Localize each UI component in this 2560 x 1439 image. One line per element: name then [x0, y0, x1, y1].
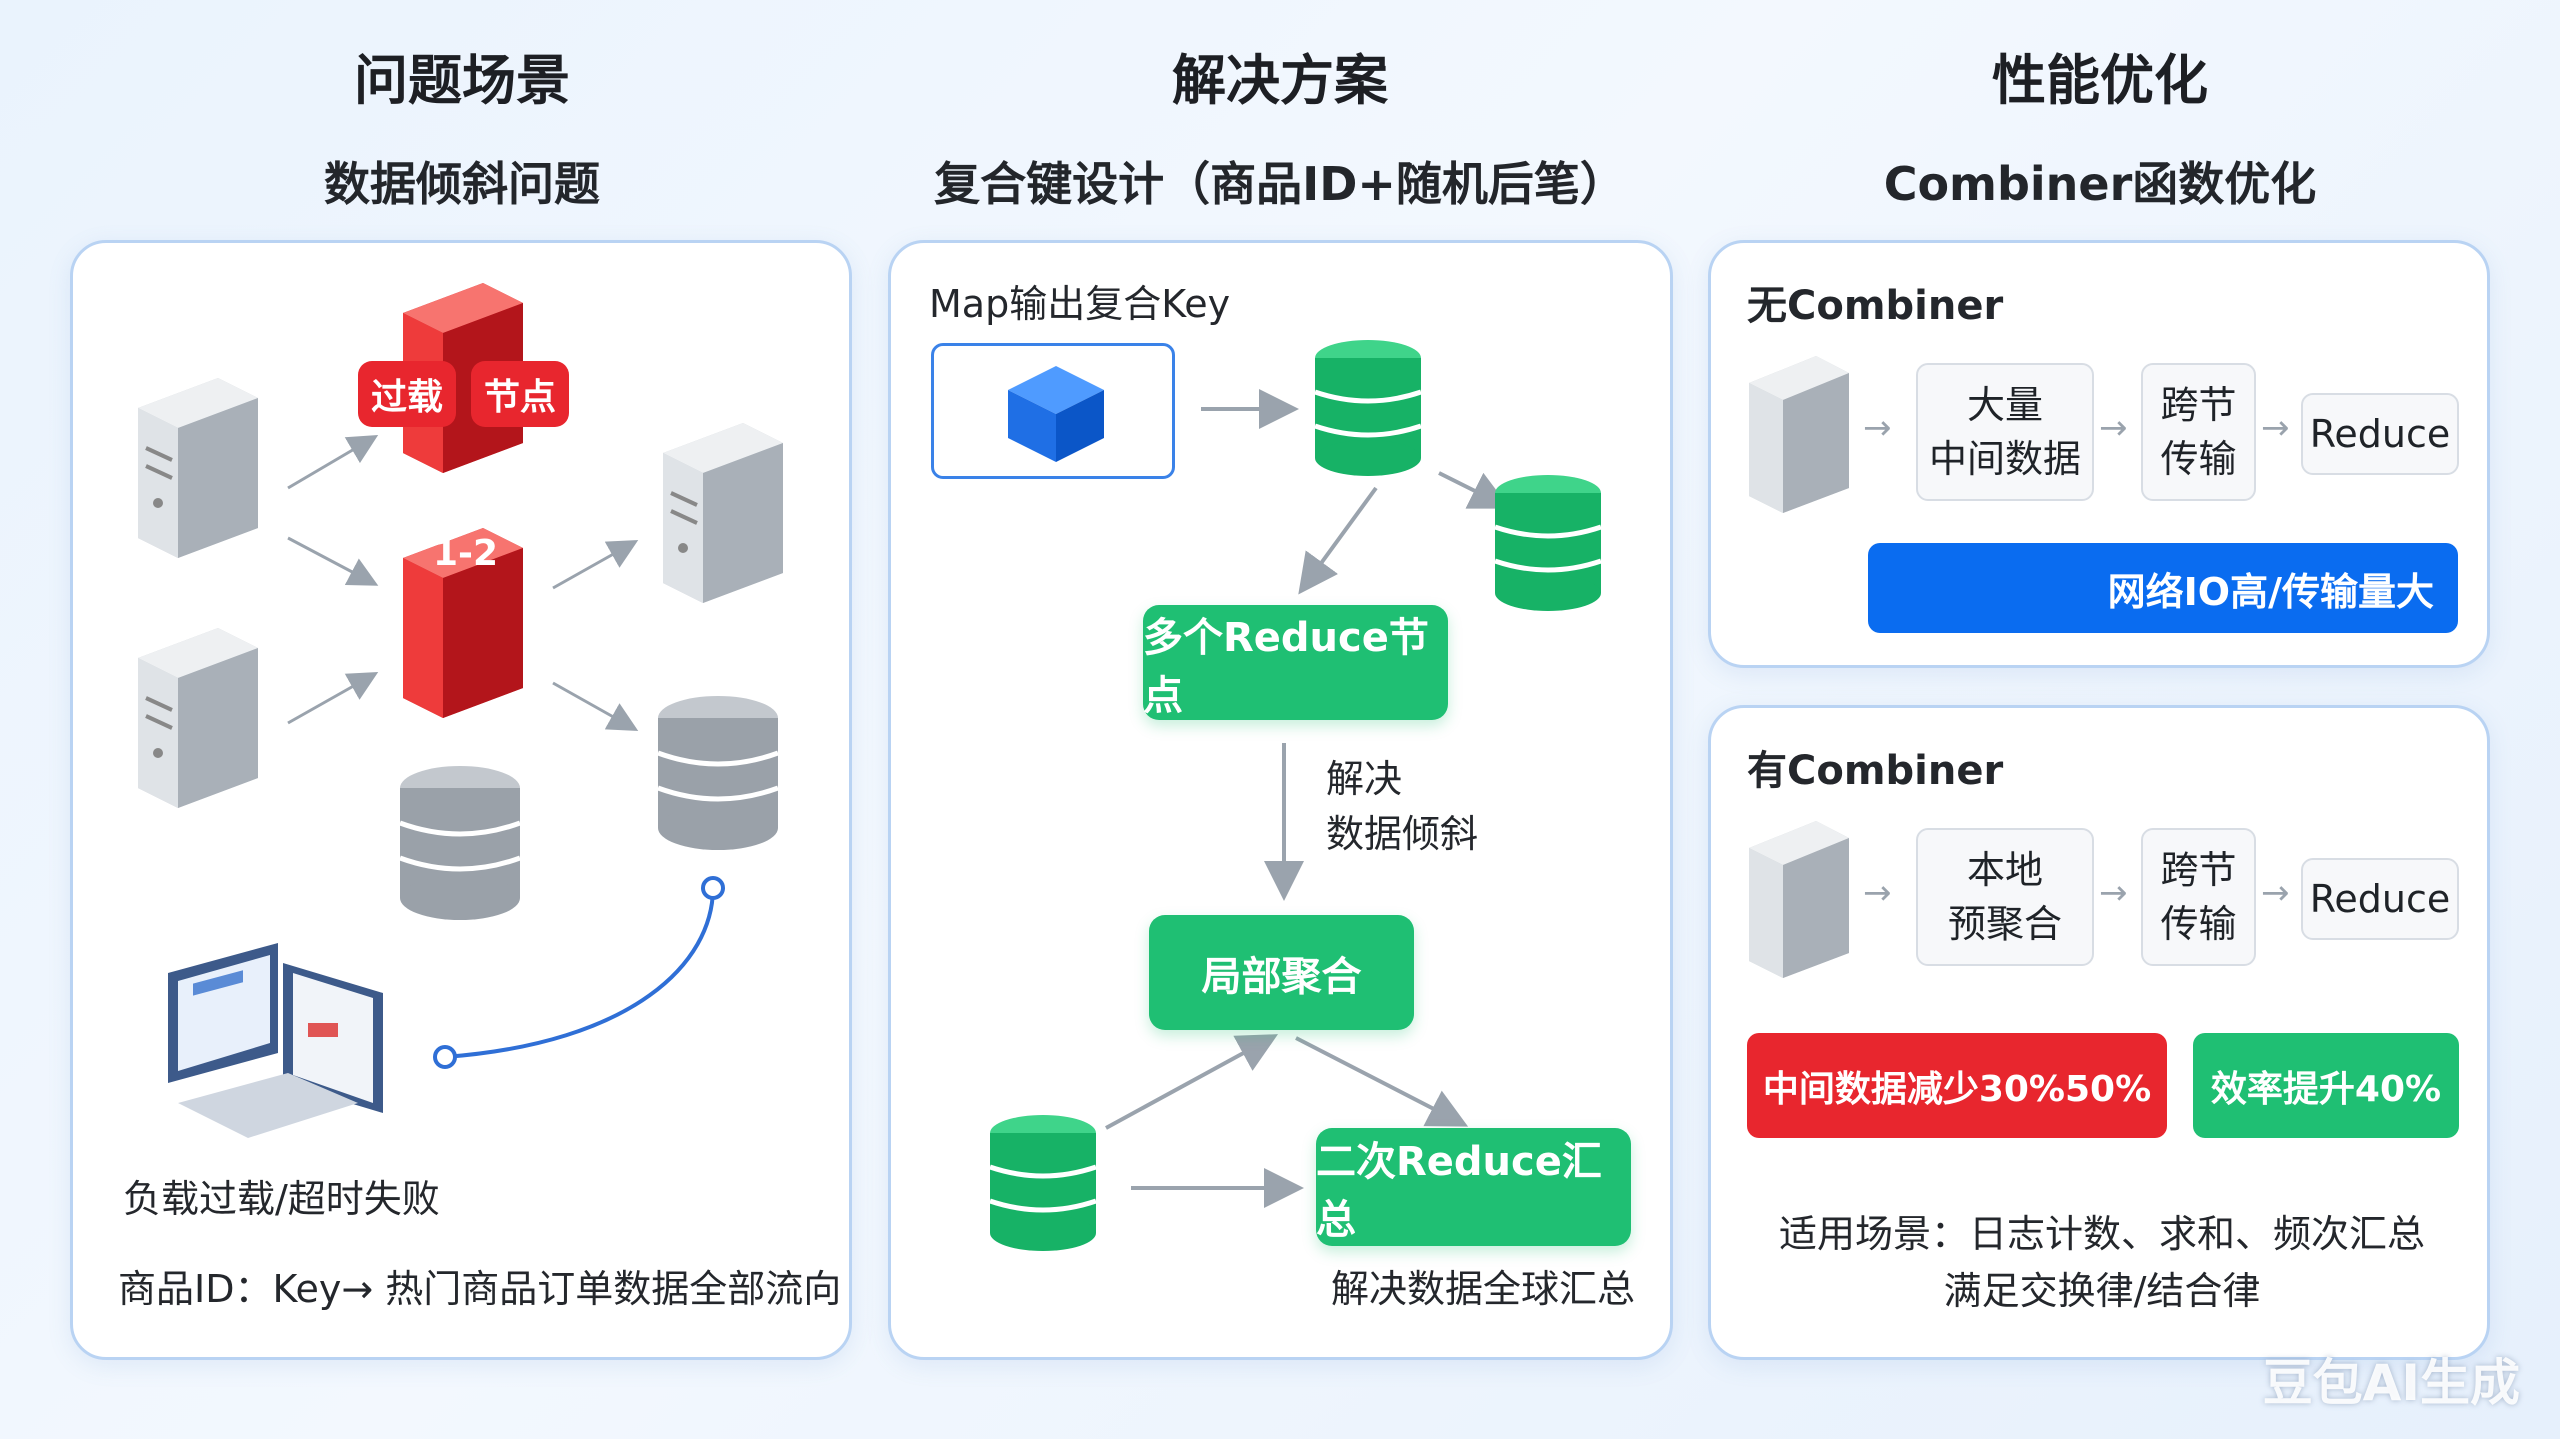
map-output-label: Map输出复合Key — [929, 282, 1231, 326]
database-icon — [1494, 475, 1602, 611]
usage-line1: 适用场景：日志计数、求和、频次汇总 — [1778, 1212, 2425, 1256]
map-output-box — [931, 343, 1175, 479]
perf-column-subtitle: Combiner函数优化 — [1883, 157, 2317, 211]
database-icon — [399, 766, 521, 920]
hot-server-icon — [403, 528, 523, 718]
usage-line2: 满足交换律/结合律 — [1943, 1269, 2261, 1313]
solution-flow-arrows — [1105, 389, 1511, 1208]
box-line1: 本地 — [1966, 848, 2043, 892]
node-tag: 节点 — [471, 361, 569, 427]
server-icon — [1749, 821, 1849, 978]
arrow-icon: → — [2099, 408, 2128, 448]
box-line1: 跨节 — [2160, 383, 2237, 427]
arrow-icon: → — [2261, 873, 2290, 913]
box-line1: 跨节 — [2160, 848, 2237, 892]
resolve-label-line2: 数据倾斜 — [1326, 812, 1479, 856]
intermediate-data-box: 大量中间数据 — [1916, 363, 2094, 501]
solution-column-subtitle: 复合键设计（商品ID+随机后笔） — [934, 157, 1626, 211]
network-io-banner: 网络IO高/传输量大 — [1868, 543, 2458, 633]
server-icon — [138, 378, 258, 558]
cube-icon — [1008, 366, 1104, 462]
efficiency-badge: 效率提升40% — [2193, 1033, 2459, 1138]
without-combiner-panel: 无Combiner → 大量中间数据 → 跨节传输 → Reduce 网络IO高… — [1708, 240, 2490, 668]
failure-caption: 负载过载/超时失败 — [123, 1177, 440, 1221]
reduce-box: Reduce — [2301, 393, 2459, 475]
database-icon — [1314, 340, 1422, 476]
overload-tag: 过载 — [358, 361, 456, 427]
server-label: 1-2 — [433, 533, 499, 574]
computer-icon — [168, 943, 383, 1138]
multi-reduce-node: 多个Reduce节点 — [1143, 605, 1448, 720]
watermark: 豆包AI生成 — [2262, 1354, 2520, 1412]
solution-panel: Map输出复合Key — [888, 240, 1673, 1360]
problem-column-subtitle: 数据倾斜问题 — [324, 157, 600, 211]
local-aggregation-node: 局部聚合 — [1149, 915, 1414, 1030]
problem-column-title: 问题场景 — [354, 49, 570, 112]
server-icon — [1749, 356, 1849, 513]
server-icon — [138, 628, 258, 808]
data-reduction-badge: 中间数据减少30%50% — [1747, 1033, 2167, 1138]
second-reduce-node: 二次Reduce汇总 — [1316, 1128, 1631, 1246]
box-line2: 传输 — [2160, 902, 2237, 946]
arrow-icon: → — [2261, 408, 2290, 448]
solution-column-title: 解决方案 — [1172, 49, 1388, 112]
problem-diagram — [287, 434, 725, 1069]
database-icon — [657, 696, 779, 850]
problem-panel: 过载 节点 1-2 负载过载/超时失败 商品ID：Key→ 热门商品订单数据全部… — [70, 240, 852, 1360]
perf-column-title: 性能优化 — [1992, 49, 2208, 112]
with-combiner-title: 有Combiner — [1747, 748, 2004, 794]
box-line2: 预聚合 — [1947, 902, 2062, 946]
box-line2: 中间数据 — [1928, 437, 2081, 481]
database-icon — [989, 1115, 1097, 1251]
resolve-label-line1: 解决 — [1326, 757, 1403, 801]
server-icon — [663, 423, 783, 603]
local-preaggregate-box: 本地预聚合 — [1916, 828, 2094, 966]
key-caption: 商品ID：Key→ 热门商品订单数据全部流向 — [118, 1267, 842, 1311]
box-line1: 大量 — [1966, 383, 2043, 427]
with-combiner-panel: 有Combiner → 本地预聚合 → 跨节传输 → Reduce 中间数据减少… — [1708, 705, 2490, 1360]
without-combiner-title: 无Combiner — [1747, 283, 2004, 329]
cross-node-transfer-box: 跨节传输 — [2141, 363, 2256, 501]
arrow-icon: → — [1863, 873, 1892, 913]
box-line2: 传输 — [2160, 437, 2237, 481]
global-summary-label: 解决数据全球汇总 — [1331, 1267, 1636, 1311]
cross-node-transfer-box: 跨节传输 — [2141, 828, 2256, 966]
arrow-icon: → — [1863, 408, 1892, 448]
arrow-icon: → — [2099, 873, 2128, 913]
reduce-box: Reduce — [2301, 858, 2459, 940]
